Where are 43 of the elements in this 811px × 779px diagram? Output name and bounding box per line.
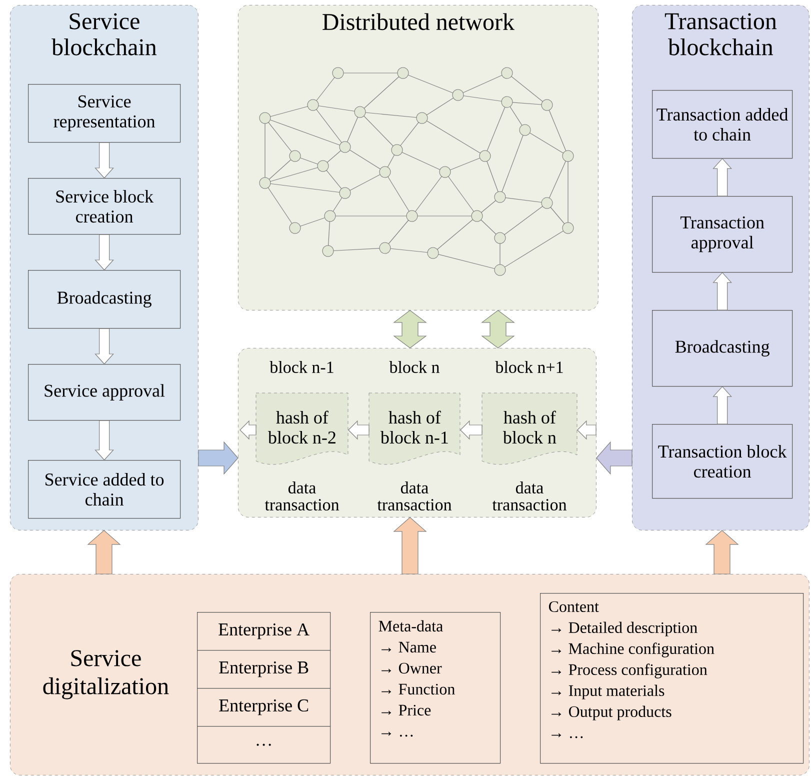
process-box: … (197, 726, 331, 764)
arrow (712, 272, 732, 310)
arrow (705, 530, 739, 574)
transaction-label: data transaction (377, 482, 452, 510)
arrow (94, 328, 114, 364)
process-box: Broadcasting (28, 270, 181, 329)
process-box: Broadcasting (652, 310, 793, 387)
arrow (348, 420, 370, 440)
arrow (94, 142, 114, 178)
block-label: block n-1 (270, 361, 334, 373)
process-box: Service added to chain (28, 460, 181, 519)
list-box: Content → Detailed description → Machine configuration → Process configuration → Input materials → Output products → … (540, 593, 804, 764)
process-box: Enterprise B (197, 650, 331, 689)
arrow (94, 234, 114, 270)
arrow (712, 158, 732, 196)
process-box: Service approval (28, 364, 181, 421)
transaction-label: data transaction (492, 482, 567, 510)
process-box: Transaction added to chain (652, 90, 793, 159)
document-block: hash of block n-2 (256, 392, 348, 465)
arrow (481, 310, 515, 348)
arrow (576, 420, 596, 440)
arrow (460, 420, 482, 440)
process-box: Enterprise C (197, 688, 331, 727)
process-box: Service block creation (28, 178, 181, 235)
block-label: block n (389, 361, 440, 373)
arrow (393, 517, 427, 574)
process-box: Transaction approval (652, 196, 793, 273)
document-block: hash of block n (482, 392, 578, 465)
arrow (240, 420, 256, 440)
arrow (198, 441, 238, 475)
arrow (712, 386, 732, 424)
process-box: Transaction block creation (652, 424, 793, 499)
dashed-panel: Distributed network (238, 5, 598, 310)
list-box: Meta-data → Name → Owner → Function → Price → … (370, 612, 501, 764)
process-box: Service representation (28, 84, 181, 143)
transaction-label: data transaction (264, 482, 340, 510)
arrow (393, 310, 427, 348)
process-box: Enterprise A (197, 612, 331, 651)
arrow (87, 530, 121, 574)
arrow (94, 420, 114, 460)
block-label: block n+1 (495, 361, 563, 373)
arrow (596, 441, 632, 475)
document-block: hash of block n-1 (368, 392, 460, 465)
